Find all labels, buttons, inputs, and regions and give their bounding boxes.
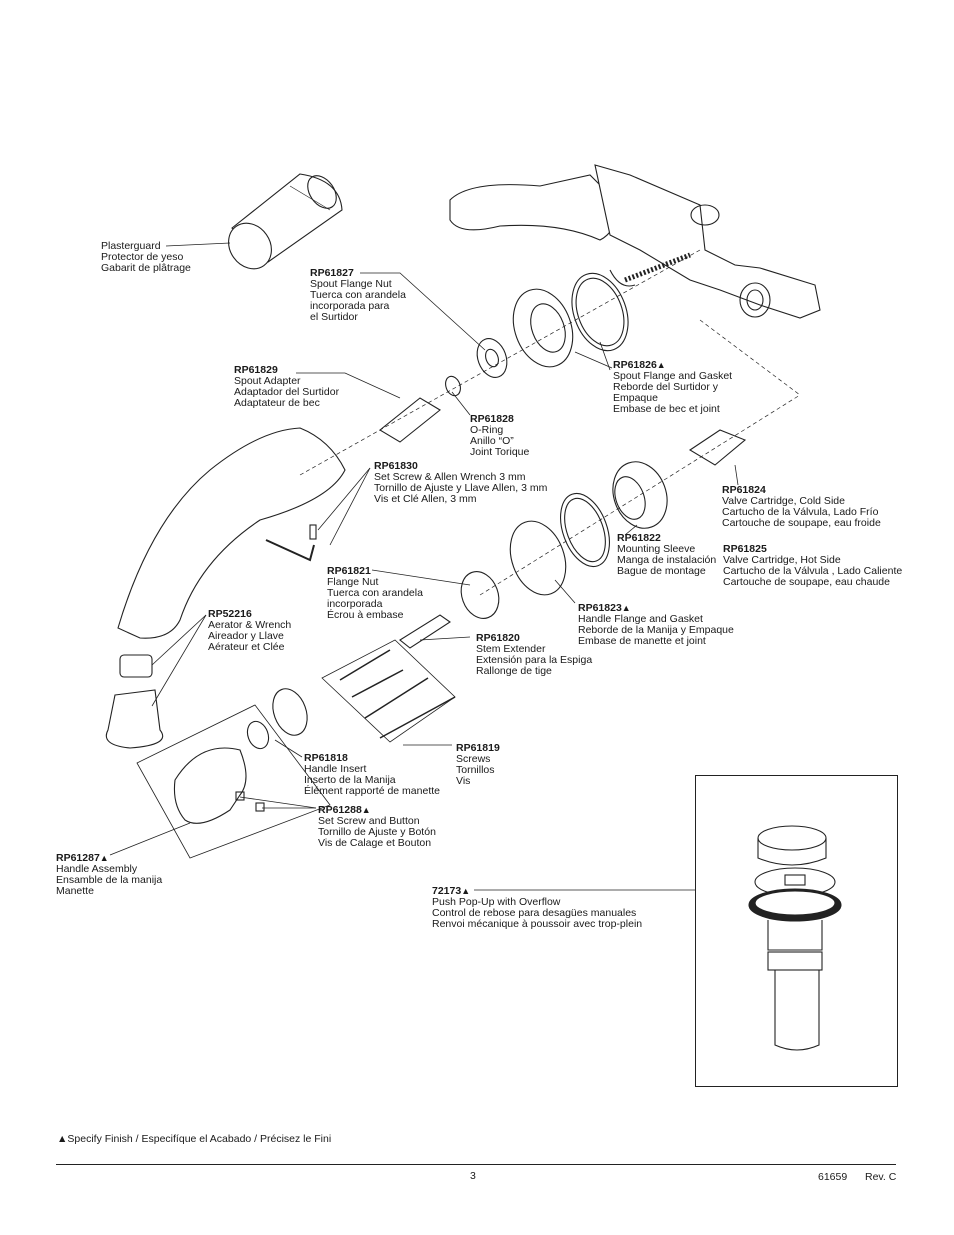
aerator-part	[119, 654, 153, 678]
label-rp61830: RP61830 Set Screw & Allen Wrench 3 mm To…	[374, 460, 548, 505]
flange-nut-part	[476, 338, 508, 378]
spout-flange-part	[512, 272, 629, 368]
footer-rule	[56, 1164, 896, 1165]
pop-up-drain-part	[748, 825, 842, 1051]
valve-cartridge-part	[688, 429, 747, 466]
label-rp61824: RP61824 Valve Cartridge, Cold Side Cartu…	[722, 484, 881, 529]
spout-adapter-part	[379, 397, 441, 443]
plasterguard-part	[228, 173, 343, 270]
label-plasterguard: Plasterguard Protector de yeso Gabarit d…	[101, 240, 191, 274]
pop-up-drain-box	[695, 775, 898, 1087]
label-rp52216: RP52216 Aerator & Wrench Aireador y Llav…	[208, 608, 292, 653]
label-rp61818: RP61818 Handle Insert Inserto de la Mani…	[304, 752, 440, 797]
label-rp61826: RP61826▲ Spout Flange and Gasket Reborde…	[613, 359, 733, 415]
label-rp61287: RP61287▲ Handle Assembly Ensamble de la …	[56, 852, 163, 897]
label-rp61825: RP61825 Valve Cartridge, Hot Side Cartuc…	[723, 543, 903, 588]
stem-extender-part	[399, 614, 451, 649]
mounting-sleeve-part	[612, 461, 668, 529]
label-rp61821: RP61821 Flange Nut Tuerca con arandela i…	[327, 565, 423, 621]
label-rp61827: RP61827 Spout Flange Nut Tuerca con aran…	[310, 267, 406, 323]
label-rp61288: RP61288▲ Set Screw and Button Tornillo d…	[318, 804, 436, 849]
label-rp61820: RP61820 Stem Extender Extensión para la …	[476, 632, 593, 677]
label-rp61829: RP61829 Spout Adapter Adaptador del Surt…	[234, 364, 340, 409]
label-rp61822: RP61822 Mounting Sleeve Manga de instala…	[617, 532, 717, 577]
handle-assembly-part	[173, 747, 247, 824]
label-rp61823: RP61823▲ Handle Flange and Gasket Rebord…	[578, 602, 734, 647]
page-number: 3	[470, 1170, 476, 1182]
handle-flange-part	[509, 520, 567, 596]
document-number: 61659	[818, 1171, 848, 1183]
spout-part	[117, 427, 346, 639]
o-ring-part	[445, 375, 461, 397]
label-rp61828: RP61828 O-Ring Anillo “O” Joint Torique	[470, 413, 530, 458]
screws-part	[339, 649, 456, 739]
revision: Rev. C	[865, 1171, 897, 1183]
label-rp61819: RP61819 Screws Tornillos Vis	[456, 742, 500, 787]
handle-insert-part	[246, 720, 270, 750]
label-72173: 72173▲ Push Pop-Up with Overflow Control…	[432, 885, 643, 930]
finish-footnote: ▲Specify Finish / Especifíque el Acabado…	[57, 1133, 332, 1145]
valve-body-part	[449, 164, 821, 319]
